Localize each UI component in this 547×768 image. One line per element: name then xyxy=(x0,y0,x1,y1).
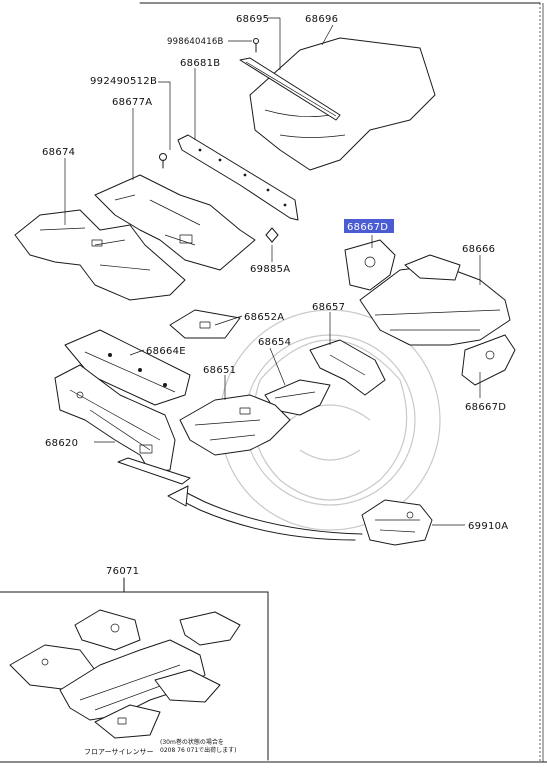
label-68657[interactable]: 68657 xyxy=(312,302,345,313)
part-68651-floor-rear[interactable] xyxy=(179,394,291,456)
part-68674-floor-front[interactable] xyxy=(14,209,186,301)
part-69910a-box[interactable] xyxy=(361,499,433,546)
highlight-68667d xyxy=(344,219,394,233)
label-68695[interactable]: 68695 xyxy=(236,14,269,25)
part-labels: 68695 68696 998640416B 68681B 992490512B… xyxy=(42,14,508,756)
label-68696[interactable]: 68696 xyxy=(305,14,338,25)
inset-76071-box xyxy=(0,577,269,761)
part-68681b-bracket[interactable] xyxy=(177,134,299,221)
label-998640416b[interactable]: 998640416B xyxy=(167,37,224,47)
clip-69885a[interactable] xyxy=(265,227,279,243)
label-69885a[interactable]: 69885A xyxy=(250,264,290,275)
part-68677a-floor-mid[interactable] xyxy=(94,174,256,271)
label-76071[interactable]: 76071 xyxy=(106,566,139,577)
label-68652a[interactable]: 68652A xyxy=(244,312,284,323)
label-68654[interactable]: 68654 xyxy=(258,337,291,348)
label-68620[interactable]: 68620 xyxy=(45,438,78,449)
label-68667d-top[interactable]: 68667D xyxy=(347,222,388,233)
part-68667d-upper[interactable] xyxy=(344,239,396,291)
part-68666-tray[interactable] xyxy=(359,254,511,346)
label-68677a[interactable]: 68677A xyxy=(112,97,152,108)
part-68696-panel[interactable] xyxy=(249,37,436,171)
assembly-arrow xyxy=(167,485,363,541)
part-68652a-plate[interactable] xyxy=(169,309,241,339)
label-68651[interactable]: 68651 xyxy=(203,365,236,376)
part-68657-pad[interactable] xyxy=(309,339,386,396)
label-68674[interactable]: 68674 xyxy=(42,147,75,158)
label-69910a[interactable]: 69910A xyxy=(468,521,508,532)
label-992490512b[interactable]: 992490512B xyxy=(90,76,157,87)
note-line-1: (30m巻の状態の場合を xyxy=(160,738,224,746)
leader-lines xyxy=(64,17,481,526)
part-68667d-lower[interactable] xyxy=(461,334,516,386)
label-68664e[interactable]: 68664E xyxy=(146,346,186,357)
caption-floor-silencer: フロアーサイレンサー xyxy=(84,748,153,756)
note-line-2: 0208 76 071で出荷します) xyxy=(160,746,237,754)
part-68695-strip[interactable] xyxy=(239,57,341,121)
screw-998640416b[interactable] xyxy=(253,38,259,53)
screw-992490512b[interactable] xyxy=(159,153,167,169)
label-68667d-bottom[interactable]: 68667D xyxy=(465,402,506,413)
label-68681b[interactable]: 68681B xyxy=(180,58,220,69)
inset-floor-silencer[interactable] xyxy=(9,609,241,739)
label-68666[interactable]: 68666 xyxy=(462,244,495,255)
part-68620-rail[interactable] xyxy=(117,457,191,485)
